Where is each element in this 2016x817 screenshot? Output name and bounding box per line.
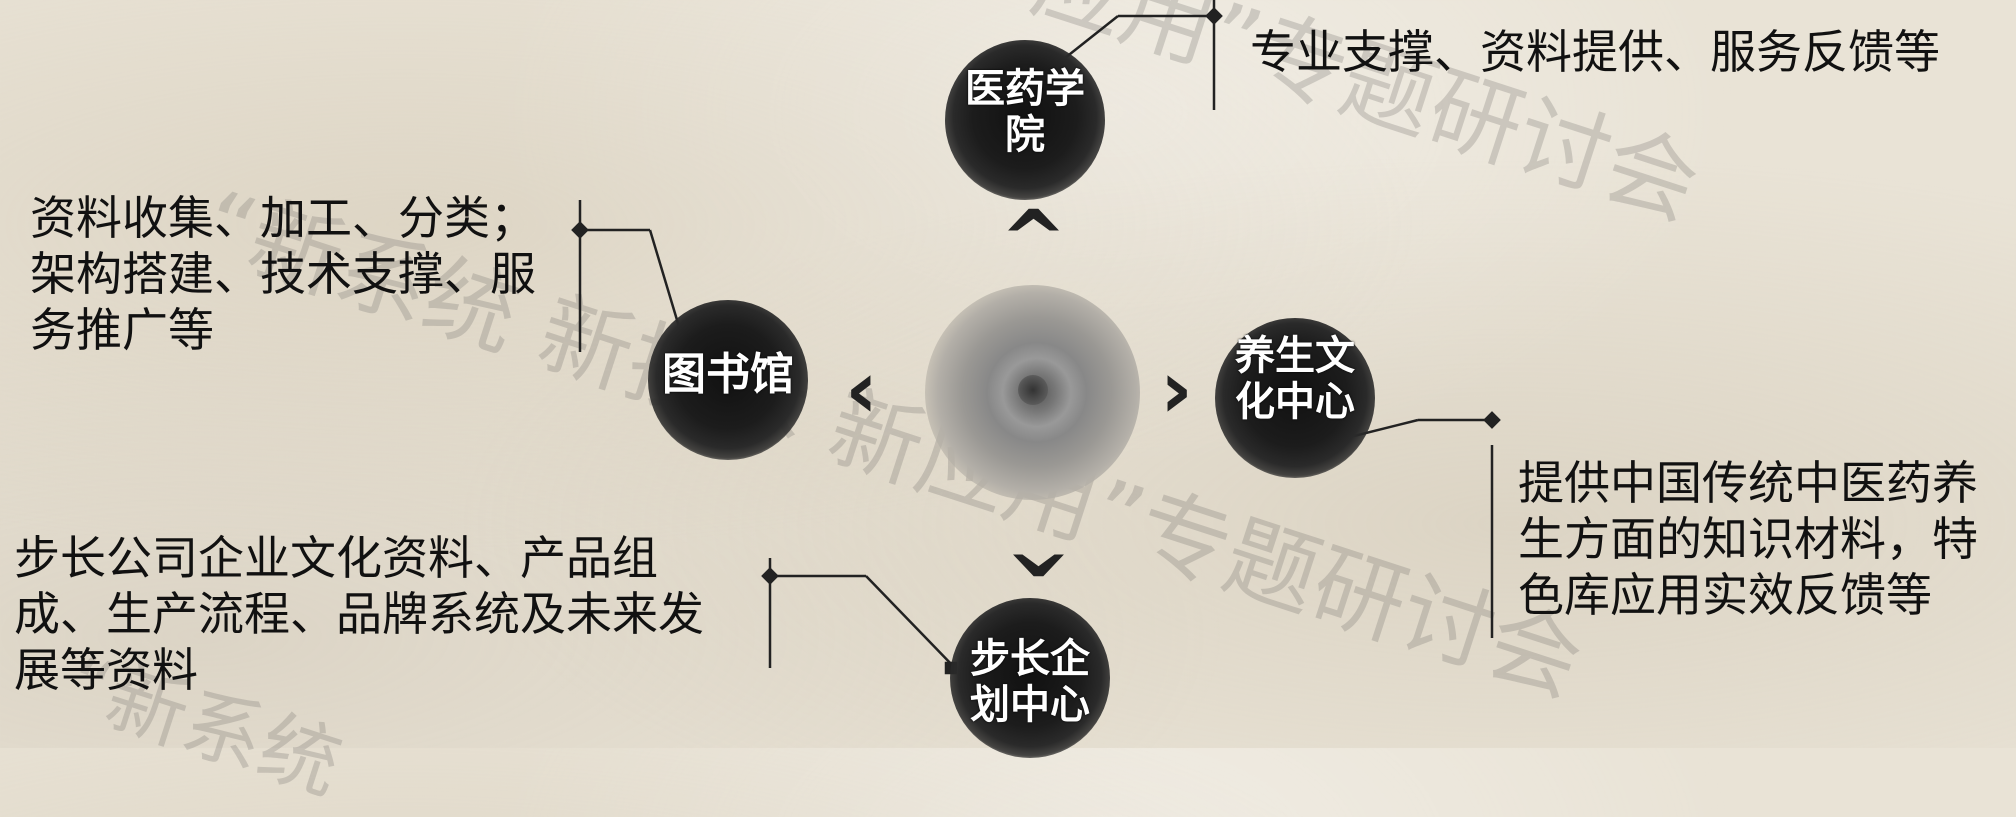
node-left-label: 图书馆 — [662, 349, 794, 400]
node-top-ink — [945, 40, 1105, 200]
connector-bottom — [761, 558, 958, 675]
chevron-right-icon: › — [1160, 343, 1193, 436]
node-left-ink — [648, 300, 808, 460]
connector-top — [1064, 0, 1223, 110]
chevron-up-icon: ^ — [1000, 193, 1068, 286]
node-bottom-label: 步长企划中心 — [970, 636, 1090, 728]
description-bottom: 步长公司企业文化资料、产品组成、生产流程、品牌系统及未来发展等资料 — [14, 531, 704, 698]
node-bottom-ink — [950, 598, 1110, 758]
description-top: 专业支撑、资料提供、服务反馈等 — [1250, 25, 1940, 79]
node-right-ink — [1215, 318, 1375, 478]
node-top-label: 医药学院 — [965, 66, 1085, 158]
chevron-left-icon: ‹ — [845, 343, 878, 436]
center-ink-core — [1018, 375, 1048, 405]
description-left: 资料收集、加工、分类；架构搭建、技术支撑、服务推广等 — [30, 191, 536, 358]
description-right: 提供中国传统中医药养生方面的知识材料，特色库应用实效反馈等 — [1518, 456, 1978, 623]
connector-left — [571, 200, 682, 352]
node-right-label: 养生文化中心 — [1235, 333, 1355, 425]
connector-lines — [571, 0, 1501, 675]
chevron-down-icon: ^ — [1005, 499, 1073, 592]
